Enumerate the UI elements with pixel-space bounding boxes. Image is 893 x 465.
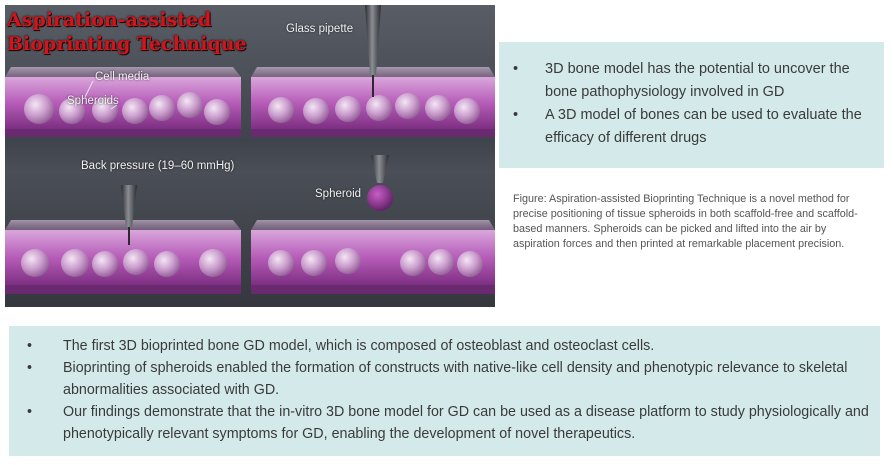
bullet-icon: •	[513, 107, 519, 123]
spheroids-label: Spheroids	[67, 95, 119, 107]
figure-caption: Figure: Aspiration-assisted Bioprinting …	[513, 193, 858, 250]
list-item: • A 3D model of bones can be used to eva…	[513, 104, 870, 150]
spheroids-pointer	[110, 104, 118, 110]
figure-illustration	[5, 5, 495, 294]
key-points-box: • 3D bone model has the potential to unc…	[499, 42, 884, 168]
panel-1-spheroids	[24, 92, 230, 125]
list-item: • Bioprinting of spheroids enabled the f…	[27, 357, 870, 401]
bullet-icon: •	[27, 338, 33, 354]
panel-2-spheroids	[268, 93, 480, 124]
panel-4-spheroids	[268, 248, 483, 277]
list-item-text: A 3D model of bones can be used to evalu…	[545, 107, 862, 146]
cell-media-pointer	[84, 80, 94, 98]
list-item-text: The first 3D bioprinted bone GD model, w…	[63, 338, 655, 354]
panel-2-glass-pipette	[365, 5, 381, 97]
panel-3-trough	[5, 220, 241, 294]
back-pressure-label: Back pressure (19–60 mmHg)	[81, 160, 235, 172]
bioprinting-figure: Aspiration-assisted Bioprinting Techniqu…	[5, 5, 495, 307]
list-item: • The first 3D bioprinted bone GD model,…	[27, 335, 870, 357]
figure-title: Aspiration-assisted Bioprinting Techniqu…	[7, 8, 247, 56]
findings-box: • The first 3D bioprinted bone GD model,…	[9, 326, 880, 456]
key-points-list: • 3D bone model has the potential to unc…	[513, 58, 870, 150]
glass-pipette-label: Glass pipette	[286, 23, 354, 35]
findings-list: • The first 3D bioprinted bone GD model,…	[27, 335, 870, 445]
panel-3-pipette	[121, 185, 137, 245]
bullet-icon: •	[27, 404, 33, 420]
list-item-text: Bioprinting of spheroids enabled the for…	[63, 360, 848, 398]
panel-4-pipette	[367, 155, 393, 211]
list-item-text: 3D bone model has the potential to uncov…	[545, 61, 850, 100]
list-item: • Our findings demonstrate that the in-v…	[27, 401, 870, 445]
bullet-icon: •	[27, 360, 33, 376]
figure-title-line-2: Bioprinting Technique	[7, 33, 247, 55]
list-item: • 3D bone model has the potential to unc…	[513, 58, 870, 104]
panel-3-spheroids	[21, 249, 227, 277]
list-item-text: Our findings demonstrate that the in-vit…	[63, 404, 869, 442]
bullet-icon: •	[513, 61, 519, 77]
cell-media-label: Cell media	[95, 71, 150, 83]
figure-title-line-1: Aspiration-assisted	[7, 9, 212, 31]
spheroid-label: Spheroid	[315, 188, 362, 200]
panel-4-trough	[251, 220, 495, 294]
